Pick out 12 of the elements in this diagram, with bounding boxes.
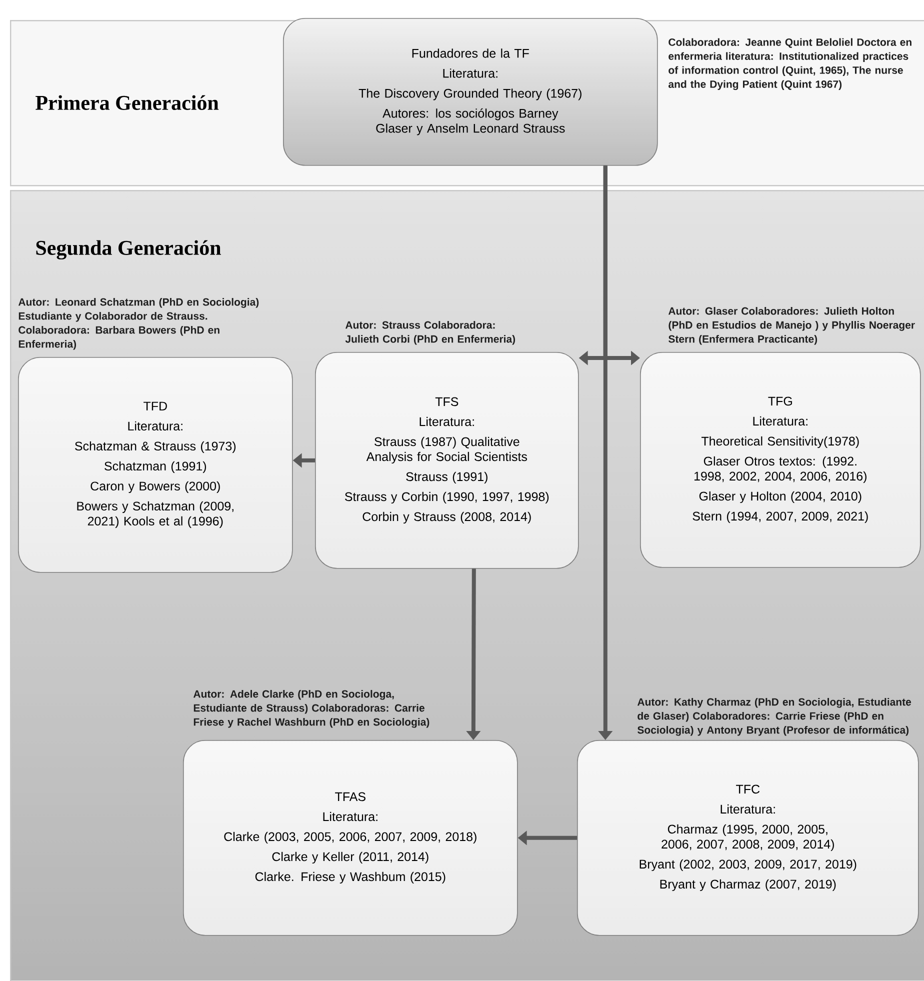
author-note: Colaboradora: Jeanne Quint Beloliel Doctora en enfermeria literatura: Institutionalized practices of information control (Quint, 1965), The nurse and the Dying Patient (Quint 1967) (668, 38, 912, 90)
author-note: Autor: Kathy Charmaz (PhD en Sociologia, Estudiante de Glaser) Colaboradores: Carrie Friese (PhD en Sociologia) y Antony Bryant (Profesor de informática) (637, 698, 912, 736)
theory-box: TFG Literatura: Theoretical Sensitivity(1978) Glaser Otros textos: (1992. 1998, 2002, 2004, 2006, 2016) Glaser y Holton (2004, 2010) Stern (1994, 2007, 2009, 2021) (640, 352, 921, 568)
founders-box: Fundadores de la TF Literatura: The Discovery Grounded Theory (1967) Autores: los sociólogos Barney Glaser y Anselm Leonard Strauss (283, 18, 658, 166)
theory-box: TFD Literatura: Schatzman & Strauss (1973) Schatzman (1991) Caron y Bowers (2000) Bowers y Schatzman (2009, 2021) Kools et al (1996) (18, 357, 293, 573)
theory-box: TFC Literatura: Charmaz (1995, 2000, 2005, 2006, 2007, 2008, 2009, 2014) Bryant (2002, 2003, 2009, 2017, 2019) Bryant y Charmaz (2007, 2019) (577, 740, 919, 936)
author-note: Autor: Glaser Colaboradores: Julieth Holton (PhD en Estudios de Manejo ) y Phyllis Noerager Stern (Enfermera Practicante) (668, 307, 915, 345)
author-note: Autor: Strauss Colaboradora: Julieth Corbi (PhD en Enfermeria) (345, 321, 516, 345)
author-note: Autor: Adele Clarke (PhD en Sociologa, Estudiante de Strauss) Colaboradoras: Carrie Friese y Rachel Washburn (PhD en Sociologia) (193, 690, 430, 728)
author-note: Autor: Leonard Schatzman (PhD en Sociologia) Estudiante y Colaborador de Strauss. Colaboradora: Barbara Bowers (PhD en Enfermeria) (18, 298, 259, 350)
theory-box: TFS Literatura: Strauss (1987) Qualitative Analysis for Social Scientists Strauss (1991) Strauss y Corbin (1990, 1997, 1998) Corbin y Strauss (2008, 2014) (315, 352, 579, 569)
theory-box: TFAS Literatura: Clarke (2003, 2005, 2006, 2007, 2009, 2018) Clarke y Keller (2011, 2014) Clarke. Friese y Washbum (2015) (183, 740, 518, 936)
